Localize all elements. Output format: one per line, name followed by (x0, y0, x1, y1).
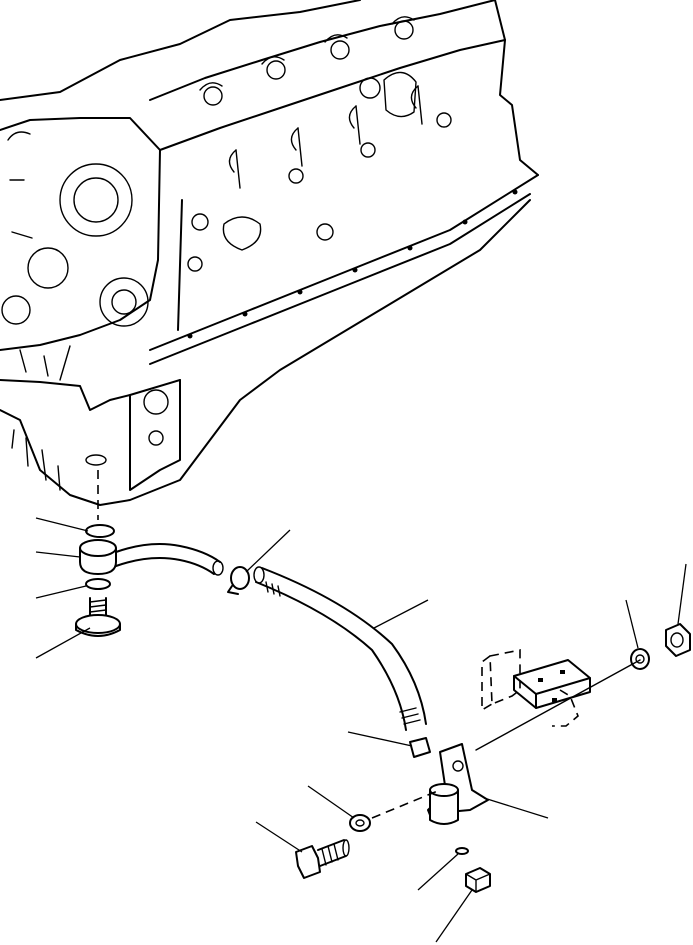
leader-bolt (255, 821, 303, 853)
leader-o-ring-lower (35, 585, 87, 599)
drain-plug (75, 597, 121, 637)
valve-fitting (409, 737, 431, 758)
leader-small-ring (417, 853, 459, 891)
leader-drain-valve (483, 797, 549, 819)
mount-nut (665, 623, 691, 657)
leader-o-ring-upper (35, 517, 89, 532)
leader-valve-fitting (347, 731, 413, 747)
engine-block (0, 0, 539, 506)
cap-nut (465, 867, 491, 893)
o-ring-upper (85, 524, 115, 538)
drain-valve (427, 743, 489, 825)
leader-nut (677, 563, 687, 625)
bolt-axis-right (475, 659, 641, 751)
mount-bolt (295, 839, 350, 879)
leader-washer-left (307, 785, 355, 819)
drain-hose (253, 566, 427, 731)
leader-drain-plug (35, 627, 91, 659)
leader-washer-right (625, 599, 639, 649)
leader-cap-nut (435, 889, 473, 943)
mount-washer-left (349, 814, 371, 832)
small-ring (455, 847, 469, 855)
leader-hose-clamp (245, 529, 291, 573)
o-ring-lower (85, 578, 111, 590)
leader-lines (35, 517, 687, 943)
mount-washer-right (630, 648, 650, 670)
bolt-axis (371, 789, 441, 819)
leader-hose (373, 599, 429, 629)
banjo-fitting (79, 539, 224, 576)
leader-banjo-fitting (35, 551, 81, 558)
mount-bracket (481, 649, 591, 727)
hose-clamp (227, 566, 250, 595)
